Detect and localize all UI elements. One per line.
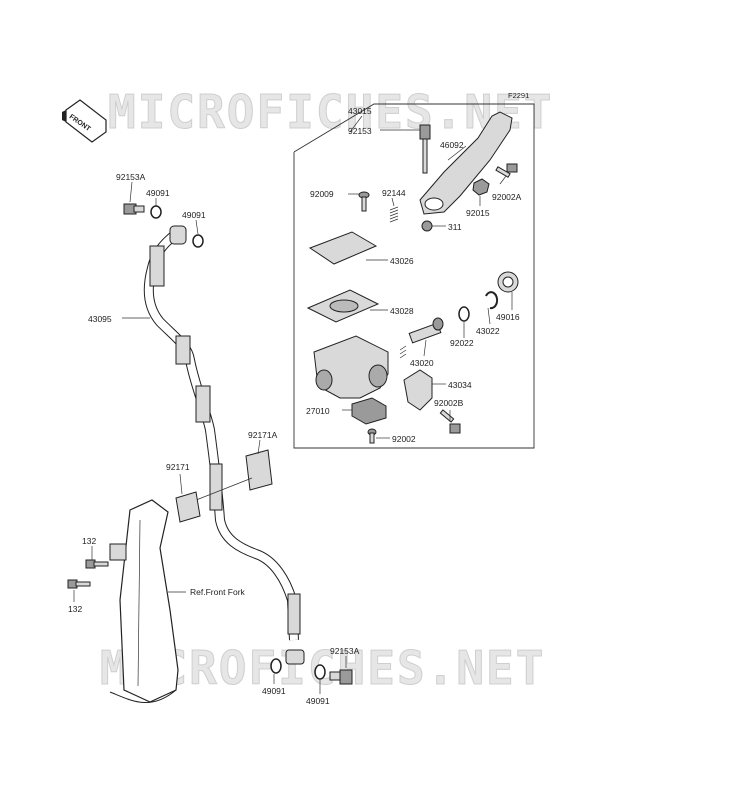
label-43034: 43034 [448, 380, 472, 390]
washer-49091-c [270, 658, 282, 674]
label-49091-c: 49091 [262, 686, 286, 696]
label-43020: 43020 [410, 358, 434, 368]
brake-lever [419, 111, 513, 215]
label-92171A: 92171A [248, 430, 278, 440]
front-fork [109, 499, 179, 704]
assembly-frame [293, 103, 535, 449]
boot-49016 [497, 271, 519, 293]
washer-49091-d [314, 664, 326, 680]
label-43015: 43015 [348, 106, 372, 116]
screw-92002 [367, 428, 377, 444]
leader-lines [73, 115, 513, 694]
label-49091-a: 49091 [146, 188, 170, 198]
label-49091-d: 49091 [306, 696, 330, 706]
bracket-92171A [185, 449, 273, 505]
banjo-bolt-bottom [329, 669, 353, 685]
label-92009: 92009 [310, 189, 334, 199]
label-92002A: 92002A [492, 192, 522, 202]
screw-92009 [358, 191, 370, 212]
banjo-bolt-top [123, 203, 145, 215]
label-92015: 92015 [466, 208, 490, 218]
label-43022: 43022 [476, 326, 500, 336]
reservoir-cap [308, 231, 378, 265]
label-92022: 92022 [450, 338, 474, 348]
bolt-132-a [85, 559, 109, 569]
pivot-bolt [419, 124, 431, 174]
label-92171: 92171 [166, 462, 190, 472]
label-49091-b: 49091 [182, 210, 206, 220]
label-92153: 92153 [348, 126, 372, 136]
watermark-top: MICROFICHES.NET [108, 85, 553, 139]
clamp-43034 [403, 369, 433, 411]
washer-92022 [458, 306, 470, 322]
diaphragm [306, 289, 380, 323]
label-92153A-top: 92153A [116, 172, 146, 182]
label-43028: 43028 [390, 306, 414, 316]
washer-49091-b [192, 234, 204, 248]
label-92153A-bottom: 92153A [330, 646, 360, 656]
master-cylinder-body [313, 335, 389, 399]
label-43095: 43095 [88, 314, 112, 324]
bolt-92002A [495, 163, 518, 178]
brake-switch [351, 397, 387, 425]
label-46092: 46092 [440, 140, 464, 150]
bracket-92171 [175, 491, 201, 523]
front-arrow-icon: FRONT [62, 99, 107, 143]
circlip-43022 [485, 291, 499, 310]
label-132-b: 132 [68, 604, 82, 614]
brake-hose [143, 225, 305, 665]
label-92002: 92002 [392, 434, 416, 444]
label-132-a: 132 [82, 536, 96, 546]
label-27010: 27010 [306, 406, 330, 416]
nut-92015 [472, 178, 490, 196]
label-49016: 49016 [496, 312, 520, 322]
washer-49091-a [150, 205, 162, 219]
label-ref-front-fork: Ref.Front Fork [190, 587, 246, 597]
diagram-code: F2291 [508, 91, 529, 100]
piston-kit [399, 317, 444, 359]
label-92002B: 92002B [434, 398, 464, 408]
spring-92144 [389, 206, 399, 223]
bolt-132-b [67, 579, 91, 589]
label-92144: 92144 [382, 188, 406, 198]
label-43026: 43026 [390, 256, 414, 266]
label-311: 311 [448, 222, 462, 232]
nut-311 [421, 220, 433, 232]
